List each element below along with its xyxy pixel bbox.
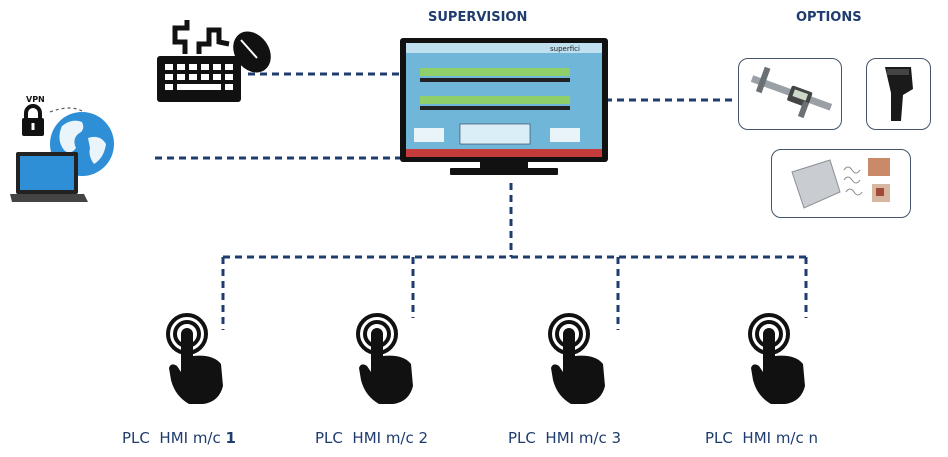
monitor-icon: superfici (400, 38, 608, 175)
touch-hand-icon-3 (548, 313, 605, 404)
machine-label-4: PLC HMI m/c n (705, 429, 819, 447)
supervision-heading: SUPERVISION (428, 10, 528, 25)
barcode-scanner-option-card (866, 58, 931, 130)
options-heading: OPTIONS (796, 10, 862, 25)
laptop-icon (10, 152, 88, 202)
caliper-icon (750, 66, 833, 119)
caliper-option-card (738, 58, 842, 130)
machine-label-2: PLC HMI m/c 2 (315, 429, 429, 447)
vpn-label: VPN (26, 95, 45, 104)
rfid-option-card (771, 149, 911, 218)
barcode-scanner-icon (885, 67, 913, 121)
vpn-lock-icon (22, 104, 44, 136)
rfid-reader-icon (791, 158, 890, 209)
touch-hand-icon-2 (356, 313, 413, 404)
machine-label-1: PLC HMI m/c 1 (122, 429, 236, 447)
touch-hand-icon-1 (166, 313, 223, 404)
machine-label-3: PLC HMI m/c 3 (508, 429, 622, 447)
svg-text:superfici: superfici (550, 45, 580, 53)
touch-hand-icon-4 (748, 313, 805, 404)
keyboard-mouse-icon (157, 20, 271, 102)
